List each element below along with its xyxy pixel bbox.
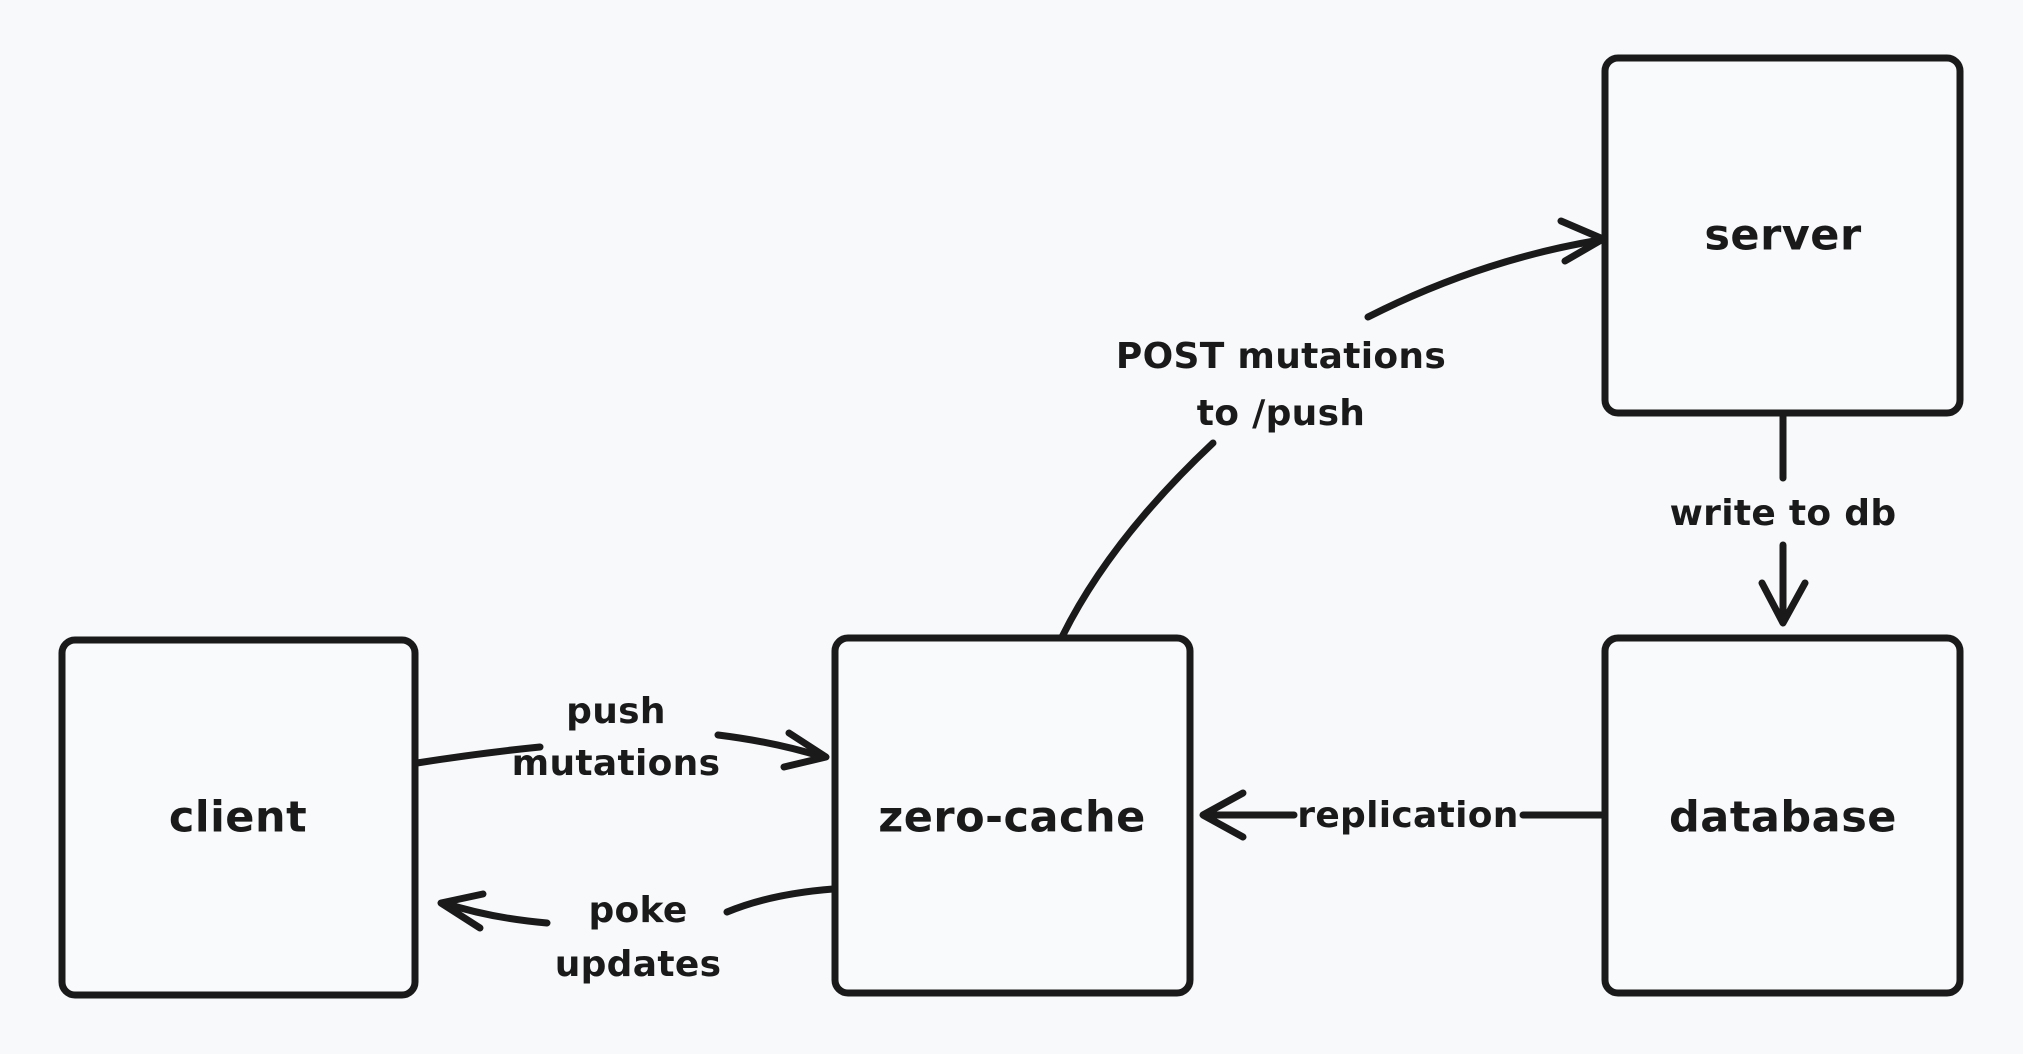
edge-push-mutations-label-line2: mutations	[512, 743, 721, 784]
edge-push-mutations-label-line1: push	[566, 691, 666, 732]
edge-write-to-db[interactable]: write to db	[1670, 410, 1897, 627]
node-database-label: database	[1669, 793, 1897, 843]
node-zero-cache[interactable]: zero-cache	[831, 634, 1194, 997]
edge-push-mutations-line-left	[413, 743, 544, 767]
node-server-label: server	[1704, 211, 1862, 261]
edge-poke-updates[interactable]: poke updates	[437, 885, 837, 985]
edge-replication-arrowhead	[1199, 789, 1247, 841]
node-zero-cache-label: zero-cache	[878, 793, 1146, 843]
edge-push-mutations-arrowhead	[780, 729, 830, 771]
edge-post-mutations-label-line1: POST mutations	[1116, 336, 1446, 377]
edge-push-mutations[interactable]: push mutations	[413, 691, 830, 784]
edge-replication-label: replication	[1297, 795, 1518, 836]
node-client-box[interactable]	[58, 636, 419, 999]
node-database[interactable]: database	[1601, 634, 1964, 997]
edge-push-mutations-line-right	[714, 731, 827, 761]
node-server[interactable]: server	[1601, 54, 1964, 417]
edge-replication[interactable]: replication	[1199, 789, 1607, 841]
edge-poke-updates-label-line2: updates	[555, 944, 722, 985]
edge-write-to-db-label: write to db	[1670, 493, 1897, 534]
edge-poke-updates-label-line1: poke	[588, 890, 687, 931]
node-client-label: client	[169, 793, 307, 843]
edge-poke-updates-line-right	[723, 885, 837, 916]
edge-post-mutations-arrowhead	[1557, 217, 1607, 265]
edge-post-mutations-line-lower	[1058, 439, 1217, 641]
edge-write-to-db-arrowhead	[1758, 579, 1809, 627]
edge-poke-updates-line-left	[440, 899, 551, 927]
edge-poke-updates-arrowhead	[437, 890, 487, 932]
edge-post-mutations[interactable]: POST mutations to /push	[1058, 217, 1607, 641]
node-client[interactable]: client	[58, 636, 419, 999]
edge-post-mutations-line-upper	[1364, 236, 1604, 321]
node-zero-cache-box[interactable]	[831, 634, 1194, 997]
edge-post-mutations-label-line2: to /push	[1197, 393, 1365, 434]
